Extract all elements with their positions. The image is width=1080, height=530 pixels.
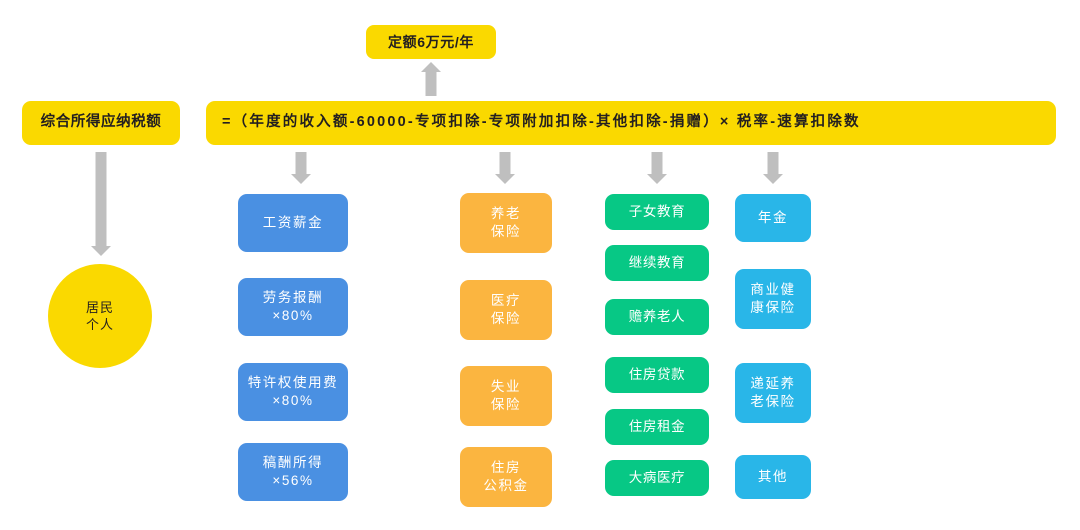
- down-arrow-icon-column-4: [760, 152, 786, 184]
- chip-special-additional-deduction-6: 大病医疗: [605, 460, 709, 496]
- resident-individual-circle: 居民 个人: [48, 264, 152, 368]
- arrow-shaft: [295, 152, 307, 175]
- chip-other-deduction-4: 其他: [735, 455, 811, 499]
- arrow-shaft: [95, 152, 107, 247]
- formula-bar: =（年度的收入额-60000-专项扣除-专项附加扣除-其他扣除-捐赠）× 税率-…: [206, 101, 1056, 145]
- arrow-head: [647, 174, 667, 184]
- chip-other-deduction-3: 递延养 老保险: [735, 363, 811, 423]
- chip-special-additional-deduction-3: 赡养老人: [605, 299, 709, 335]
- arrow-head: [91, 246, 111, 256]
- down-arrow-icon-column-3: [644, 152, 670, 184]
- up-arrow-icon: [418, 62, 444, 96]
- chip-special-additional-deduction-5: 住房租金: [605, 409, 709, 445]
- chip-special-deduction-1: 养老 保险: [460, 193, 552, 253]
- taxable-amount-label: 综合所得应纳税额: [22, 101, 180, 145]
- chip-income-2: 劳务报酬 ×80%: [238, 278, 348, 336]
- down-arrow-icon-resident: [88, 152, 114, 256]
- chip-special-deduction-4: 住房 公积金: [460, 447, 552, 507]
- arrow-shaft: [767, 152, 779, 175]
- chip-other-deduction-2: 商业健 康保险: [735, 269, 811, 329]
- chip-special-deduction-2: 医疗 保险: [460, 280, 552, 340]
- down-arrow-icon-column-1: [288, 152, 314, 184]
- arrow-head: [495, 174, 515, 184]
- arrow-shaft: [499, 152, 511, 175]
- arrow-shaft: [425, 71, 437, 96]
- arrow-head: [763, 174, 783, 184]
- chip-income-4: 稿酬所得 ×56%: [238, 443, 348, 501]
- chip-special-additional-deduction-2: 继续教育: [605, 245, 709, 281]
- arrow-shaft: [651, 152, 663, 175]
- arrow-head: [421, 62, 441, 72]
- chip-special-additional-deduction-4: 住房贷款: [605, 357, 709, 393]
- down-arrow-icon-column-2: [492, 152, 518, 184]
- chip-income-1: 工资薪金: [238, 194, 348, 252]
- chip-special-additional-deduction-1: 子女教育: [605, 194, 709, 230]
- chip-other-deduction-1: 年金: [735, 194, 811, 242]
- arrow-head: [291, 174, 311, 184]
- quota-box: 定额6万元/年: [366, 25, 496, 59]
- chip-income-3: 特许权使用费 ×80%: [238, 363, 348, 421]
- chip-special-deduction-3: 失业 保险: [460, 366, 552, 426]
